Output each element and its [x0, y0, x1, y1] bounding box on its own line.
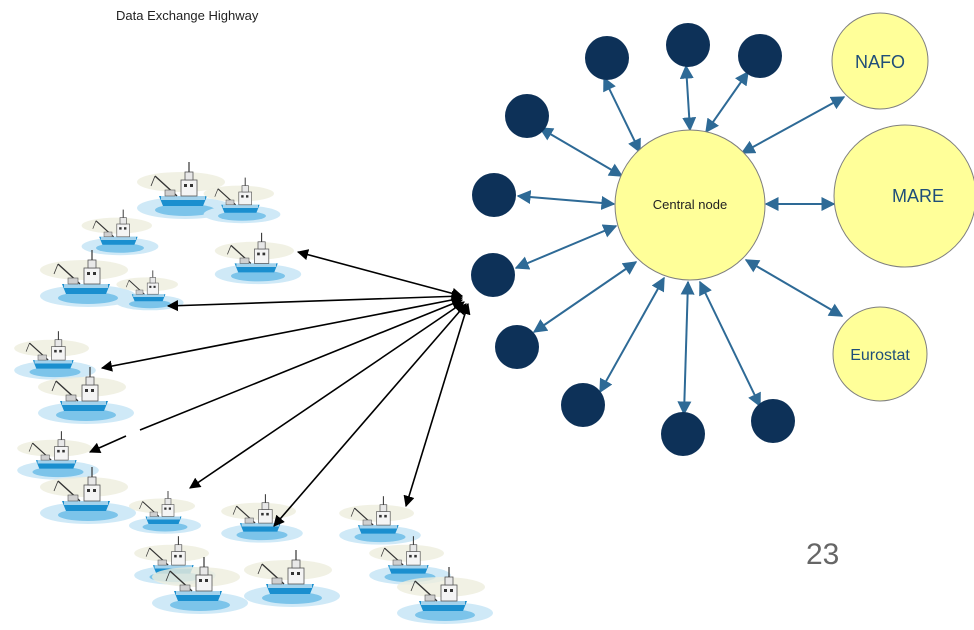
member-node [666, 23, 710, 67]
link-member [514, 224, 618, 270]
member-node [585, 36, 629, 80]
central-node-label: Central node [653, 197, 727, 212]
member-node [505, 94, 549, 138]
fishing-vessel-icon [128, 490, 202, 535]
member-node [495, 325, 539, 369]
member-node [661, 412, 705, 456]
member-nodes [471, 23, 795, 456]
fishing-vessel-icon [338, 495, 422, 546]
partner-eurostat: Eurostat [832, 306, 928, 402]
fishing-vessel-icon [214, 232, 302, 285]
vessel-connections [88, 249, 471, 527]
link-member [679, 64, 697, 132]
member-node [561, 383, 605, 427]
vessel-link [166, 290, 464, 312]
page-number: 23 [806, 538, 840, 571]
fishing-vessel-icon [220, 493, 304, 544]
link-member [603, 76, 641, 154]
vessel-link [88, 435, 127, 454]
member-node [738, 34, 782, 78]
link-member [699, 280, 761, 408]
link-member [516, 190, 616, 210]
fishing-vessel-icon [243, 549, 341, 608]
link-member [677, 280, 695, 416]
partner-nafo: NAFO [831, 12, 929, 110]
link-nafo [740, 96, 846, 154]
fishing-vessel-icon [39, 249, 137, 308]
partner-label: Eurostat [850, 347, 910, 364]
link-member [538, 127, 624, 177]
fishing-vessel-icon [81, 209, 159, 256]
partner-label: MARE [892, 186, 944, 206]
hub-connections [514, 64, 846, 416]
partner-mare: MARE [833, 124, 974, 268]
member-node [472, 173, 516, 217]
link-member [532, 261, 638, 333]
vessel-fleet [13, 161, 494, 625]
fishing-vessel-icon [13, 330, 97, 381]
partner-label: NAFO [855, 52, 905, 72]
link-member [599, 276, 665, 394]
fishing-vessel-icon [16, 430, 100, 481]
link-member [705, 70, 749, 134]
vessel-link [189, 301, 465, 489]
diagram-title: Data Exchange Highway [116, 8, 259, 23]
link-eurostat [744, 259, 844, 317]
vessel-link [296, 249, 464, 299]
member-node [471, 253, 515, 297]
member-node [751, 399, 795, 443]
vessel-link [403, 302, 471, 508]
central-node: Central node [614, 129, 766, 281]
